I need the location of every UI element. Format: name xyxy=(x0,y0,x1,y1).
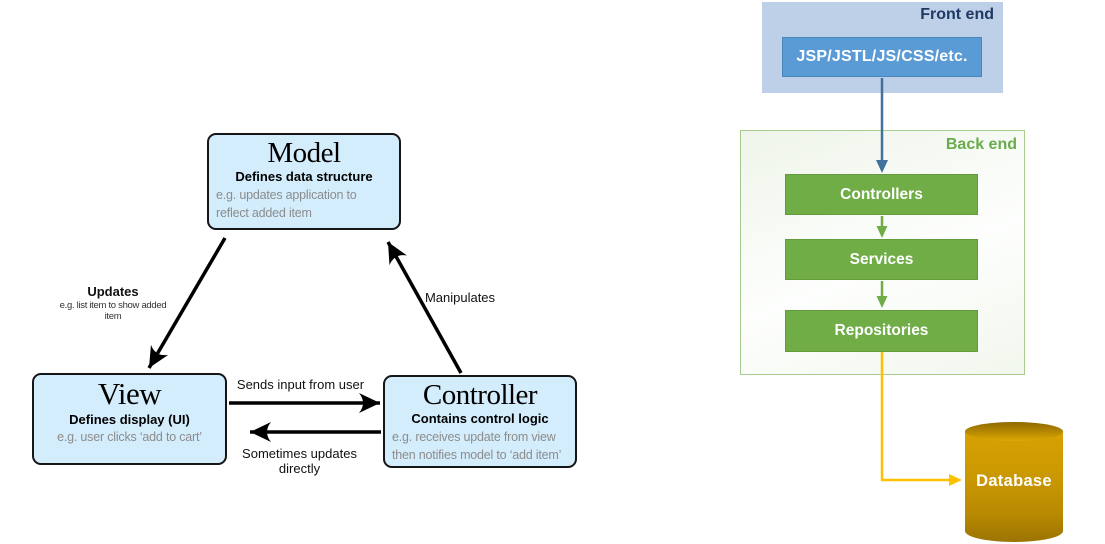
model-subtitle: Defines data structure xyxy=(235,169,373,185)
sends-input-arrow-label: Sends input from user xyxy=(236,377,365,392)
updates-arrow-label: Updates e.g. list item to show added ite… xyxy=(52,284,174,322)
controllers-box: Controllers xyxy=(785,174,978,215)
controller-example: e.g. receives update from view then noti… xyxy=(392,429,562,463)
front-end-label: Front end xyxy=(920,6,994,23)
controller-subtitle: Contains control logic xyxy=(411,411,549,427)
jsp-jstl-box: JSP/JSTL/JS/CSS/etc. xyxy=(782,37,982,77)
manipulates-arrow-label: Manipulates xyxy=(424,290,496,305)
view-title: View xyxy=(97,376,162,411)
updates-label-example: e.g. list item to show added item xyxy=(59,300,167,322)
database-cylinder: Database xyxy=(965,422,1063,542)
view-example: e.g. user clicks ‘add to cart’ xyxy=(57,429,202,444)
controller-to-model-manipulates-arrow xyxy=(386,241,463,374)
updates-label-text: Updates xyxy=(87,284,139,299)
view-box: View Defines display (UI) e.g. user clic… xyxy=(32,373,227,465)
controller-title: Controller xyxy=(422,379,538,411)
database-cylinder-top-ellipse xyxy=(965,422,1063,441)
sometimes-updates-arrow-label: Sometimes updates directly xyxy=(242,446,357,476)
services-box: Services xyxy=(785,239,978,280)
back-end-label: Back end xyxy=(945,136,1017,153)
model-box: Model Defines data structure e.g. update… xyxy=(207,133,401,230)
database-cylinder-body xyxy=(965,431,1063,542)
controller-box: Controller Contains control logic e.g. r… xyxy=(383,375,577,468)
model-title: Model xyxy=(267,137,341,169)
model-example: e.g. updates application to reflect adde… xyxy=(216,187,357,221)
repositories-box: Repositories xyxy=(785,310,978,352)
database-label: Database xyxy=(976,472,1052,490)
view-subtitle: Defines display (UI) xyxy=(69,411,190,427)
